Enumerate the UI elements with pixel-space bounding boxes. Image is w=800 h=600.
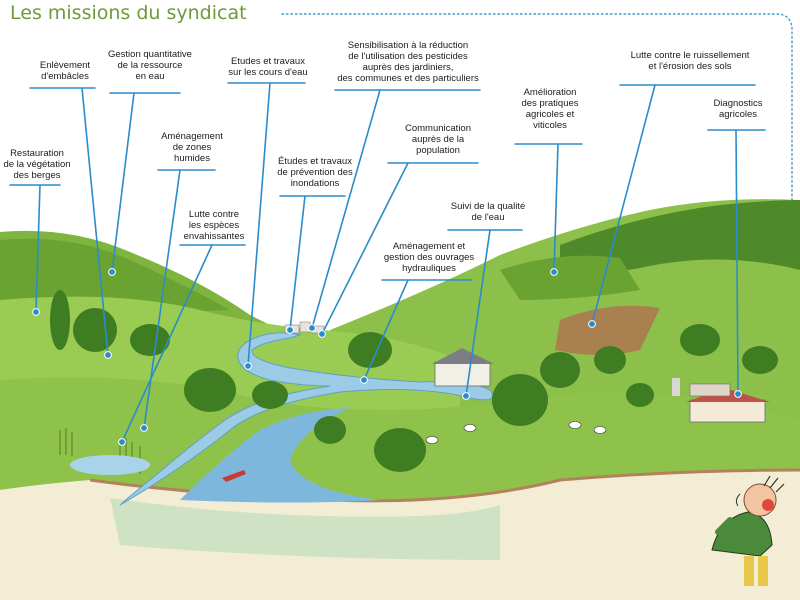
callout-lines (9, 82, 766, 443)
cows (425, 421, 607, 444)
label-communication: Communication auprès de la population (405, 123, 471, 156)
right-hill-vines (500, 255, 640, 300)
label-enlevement-embacles: Enlèvement d'embâcles (39, 60, 91, 82)
boat (222, 470, 246, 482)
label-ouvrages-hydrauliques: Aménagement et gestion des ouvrages hydr… (383, 241, 475, 274)
label-diagnostics-agricoles: Diagnostics agricoles (713, 98, 763, 120)
label-pratiques-agricoles: Amélioration des pratiques agricoles et … (521, 87, 579, 131)
plowed-field (555, 305, 660, 355)
label-inondations: Études et travaux de prévention des inon… (277, 156, 353, 189)
label-qualite-eau: Suivi de la qualité de l'eau (450, 201, 526, 223)
label-ruissellement: Lutte contre le ruissellement et l'érosi… (630, 50, 750, 72)
label-zones-humides: Aménagement de zones humides (161, 131, 223, 164)
farm-buildings (672, 378, 770, 423)
page-title: Les missions du syndicat (10, 2, 247, 24)
label-gestion-quantitative: Gestion quantitative de la ressource en … (108, 49, 192, 82)
label-pesticides: Sensibilisation à la réduction de l'util… (337, 40, 479, 84)
pond (70, 455, 150, 475)
right-hill-forest (560, 200, 800, 271)
character-illustration (711, 475, 785, 586)
water-mill (432, 348, 494, 387)
label-especes-envahissantes: Lutte contre les espèces envahissantes (183, 209, 245, 242)
callout-dots (32, 268, 742, 446)
label-cours-eau: Etudes et travaux sur les cours d'eau (228, 56, 308, 78)
groundwater (110, 498, 500, 560)
wetland-reeds (59, 428, 141, 474)
trees (50, 290, 778, 472)
label-restauration-berges: Restauration de la végétation des berges (3, 148, 71, 181)
